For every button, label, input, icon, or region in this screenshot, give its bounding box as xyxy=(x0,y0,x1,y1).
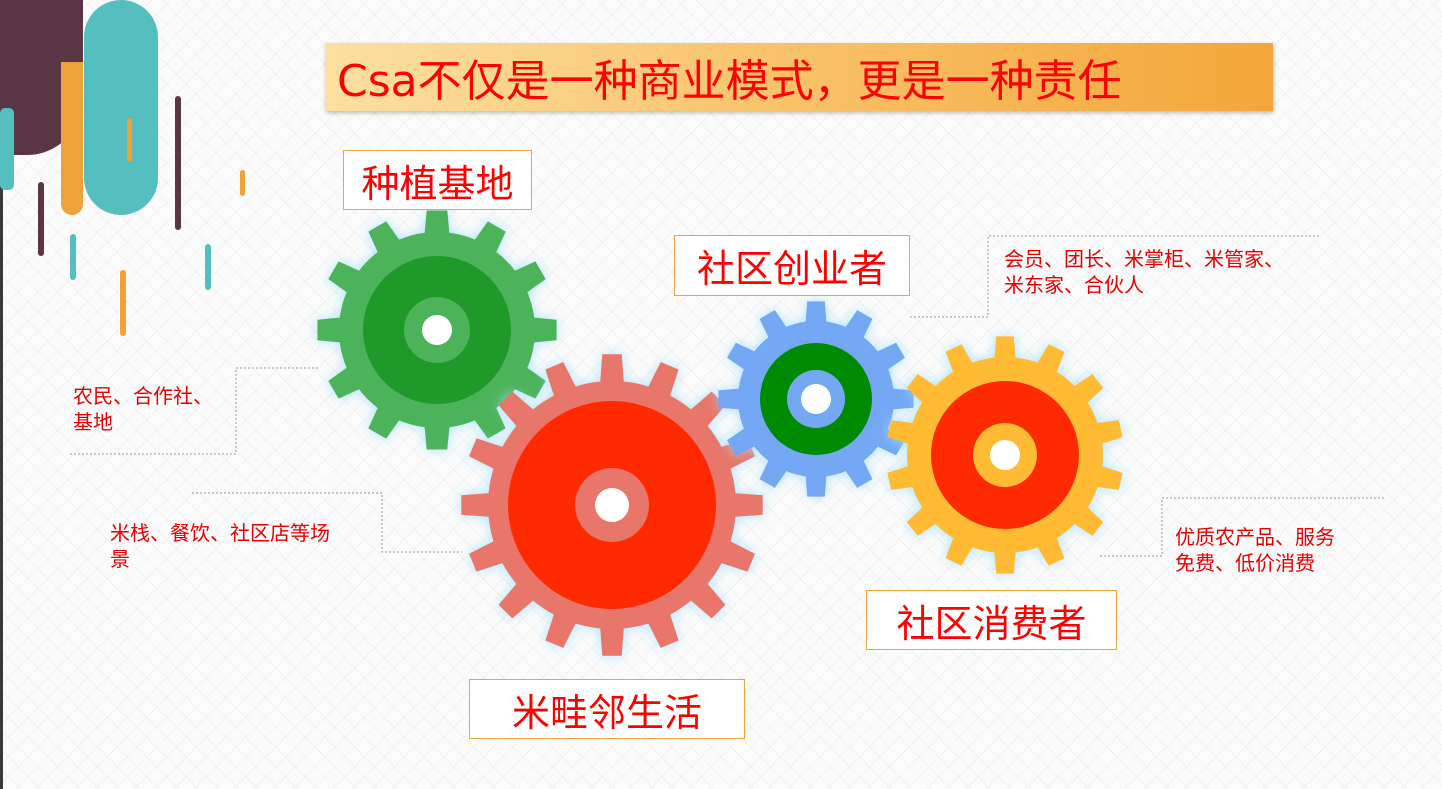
note-scenes: 米栈、餐饮、社区店等场 景 xyxy=(110,520,330,572)
gear-yellow-icon xyxy=(887,336,1123,574)
label-planting-base-text: 种植基地 xyxy=(361,161,514,206)
deco-line-6 xyxy=(205,244,211,290)
note-farmers: 农民、合作社、 基地 xyxy=(73,383,213,435)
label-community-consumer-text: 社区消费者 xyxy=(896,601,1087,646)
note-products-line1: 优质农产品、服务 xyxy=(1175,525,1335,549)
connector-scenes xyxy=(192,492,462,553)
deco-line-5 xyxy=(175,96,181,230)
note-products: 优质农产品、服务 免费、低价消费 xyxy=(1175,524,1335,576)
note-members-line2: 米东家、合伙人 xyxy=(1004,273,1144,297)
note-members-line1: 会员、团长、米掌柜、米管家、 xyxy=(1004,247,1284,271)
connector-members xyxy=(910,235,1320,318)
deco-line-2 xyxy=(70,234,76,280)
label-community-consumer: 社区消费者 xyxy=(866,590,1117,650)
gear-blue-icon xyxy=(718,301,914,497)
left-edge-line xyxy=(0,0,3,789)
deco-purple-cap xyxy=(61,0,83,62)
title-bar: Csa不仅是一种商业模式，更是一种责任 xyxy=(325,43,1273,111)
decorative-stripes xyxy=(0,0,245,336)
connector-farmers xyxy=(68,367,318,455)
gear-red-icon xyxy=(461,354,763,656)
deco-teal-strip-left xyxy=(0,108,14,190)
connector-products xyxy=(1100,497,1386,557)
gear-green-icon xyxy=(317,210,557,450)
note-scenes-line2: 景 xyxy=(110,547,130,571)
label-community-entrepreneur-text: 社区创业者 xyxy=(696,247,887,291)
note-scenes-line1: 米栈、餐饮、社区店等场 xyxy=(110,521,330,545)
note-products-line2: 免费、低价消费 xyxy=(1175,551,1315,575)
label-planting-base: 种植基地 xyxy=(343,150,532,210)
label-mi-wa-lin-text: 米畦邻生活 xyxy=(511,690,702,735)
note-farmers-line1: 农民、合作社、 xyxy=(73,384,213,408)
deco-line-3 xyxy=(120,270,126,336)
deco-teal-bar-main xyxy=(84,0,158,215)
label-mi-wa-lin: 米畦邻生活 xyxy=(469,679,745,739)
note-farmers-line2: 基地 xyxy=(73,410,113,434)
deco-line-1 xyxy=(38,182,44,256)
note-members: 会员、团长、米掌柜、米管家、 米东家、合伙人 xyxy=(1004,246,1284,298)
deco-line-7 xyxy=(240,170,245,196)
label-community-entrepreneur: 社区创业者 xyxy=(674,235,910,296)
page-title: Csa不仅是一种商业模式，更是一种责任 xyxy=(337,56,1122,107)
deco-line-4 xyxy=(127,118,132,162)
